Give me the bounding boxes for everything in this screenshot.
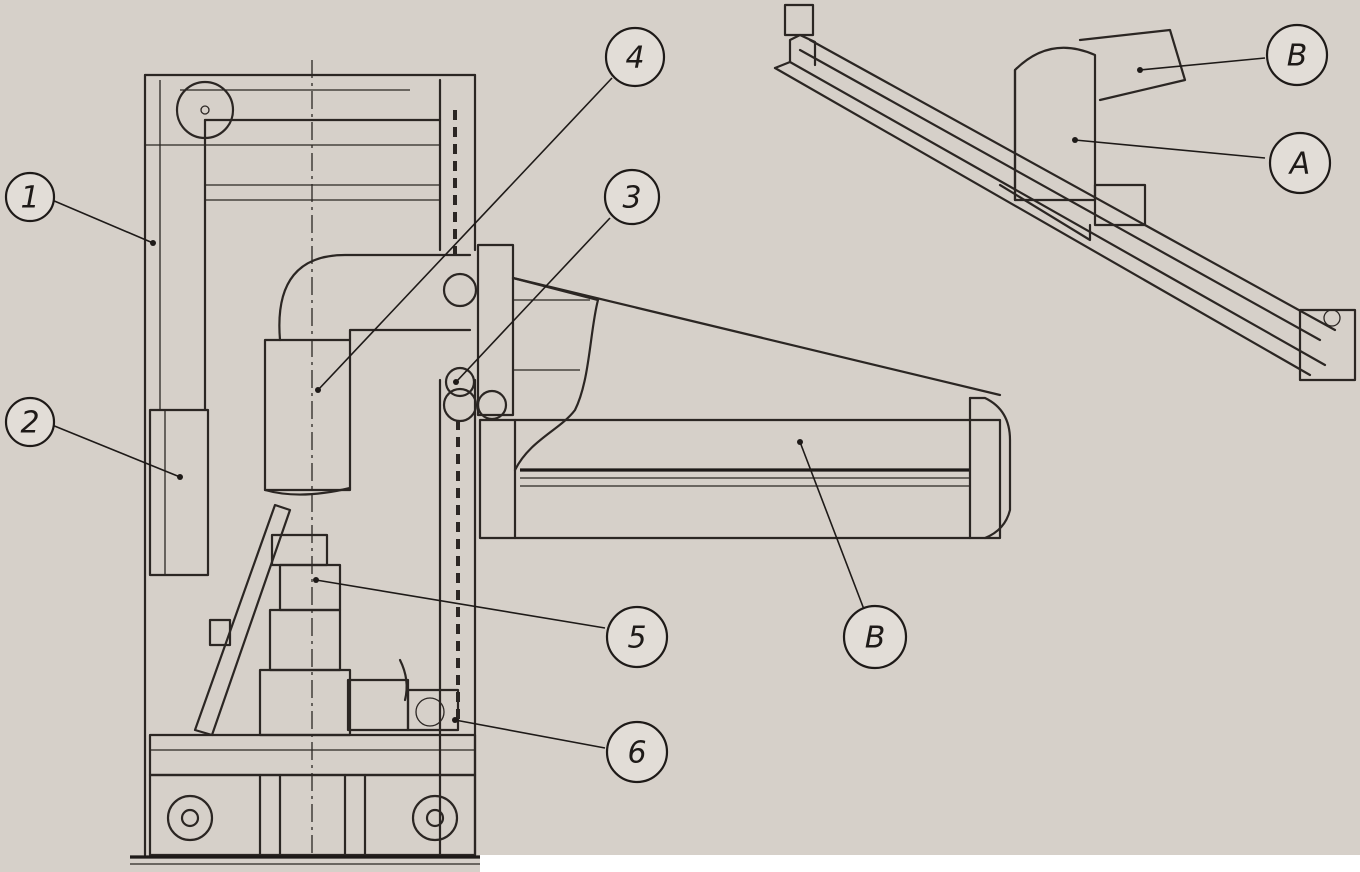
base-carriage [130,773,480,865]
drive-assembly [148,503,477,777]
callout-b-main: B [842,604,908,670]
callout-b-main-label: B [865,621,886,656]
cantilever-arm [478,276,1012,540]
callout-4-label: 4 [625,41,644,76]
blank-strip [480,855,1360,872]
main-frame [143,60,477,858]
callout-2: 2 [4,396,56,448]
side-housing [148,408,210,577]
callout-6: 6 [605,720,669,784]
callout-b-detail-label: B [1287,39,1308,74]
callout-a-detail-label: A [1288,147,1311,182]
chain-track [453,110,460,720]
isometric-detail [773,3,1357,382]
callout-3-label: 3 [622,181,641,216]
leader-lines [51,57,1266,749]
duct-hood [263,253,472,496]
callout-6-label: 6 [627,736,646,771]
callout-b-detail: B [1265,23,1329,87]
callout-2-label: 2 [20,406,39,441]
callout-1: 1 [4,171,56,223]
callout-3: 3 [603,168,661,226]
callout-1-label: 1 [20,181,39,216]
callout-4: 4 [604,26,666,88]
callout-5: 5 [605,605,669,669]
callout-a-detail: A [1268,131,1332,195]
callout-5-label: 5 [627,621,646,656]
